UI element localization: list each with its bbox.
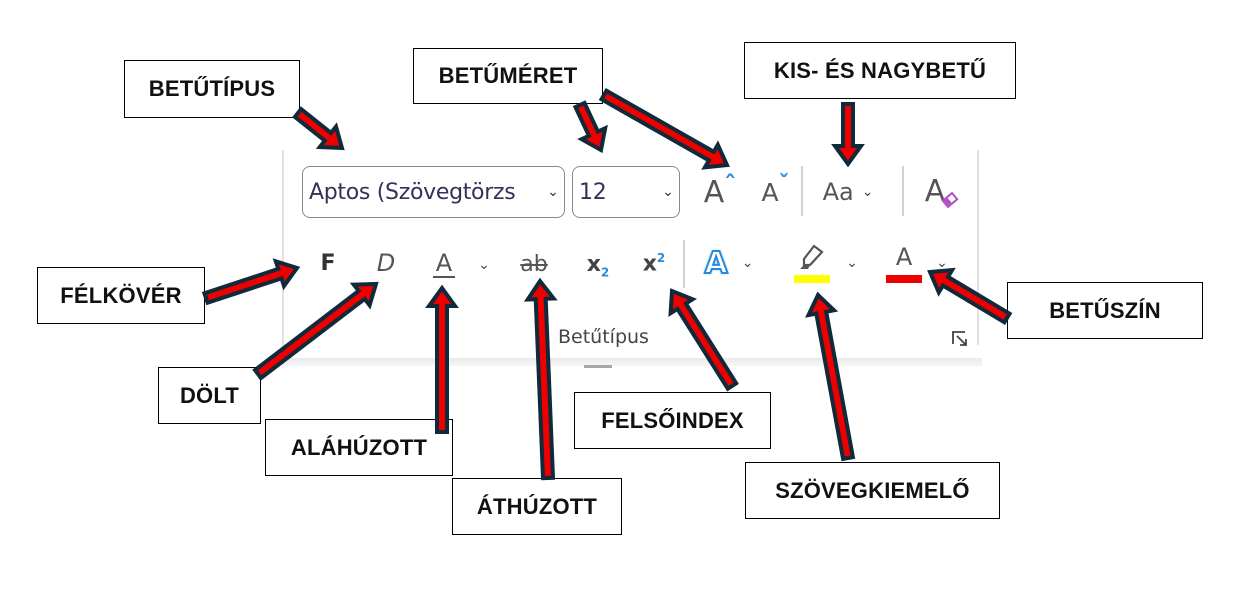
chevron-down-icon: ⌄	[861, 184, 874, 200]
clear-formatting-icon: A	[925, 174, 959, 209]
italic-button[interactable]: D	[370, 246, 402, 280]
highlight-color-swatch	[794, 275, 831, 283]
callout-betuszin: BETŰSZÍN	[1007, 282, 1203, 339]
font-size-dropdown[interactable]: 12 ⌄	[572, 166, 680, 218]
shrink-font-icon: A ˇ	[761, 171, 790, 207]
font-size-value: 12	[579, 179, 607, 205]
italic-icon: D	[376, 249, 396, 277]
grow-font-button[interactable]: A ˆ	[692, 170, 737, 214]
underline-dropdown[interactable]: ⌄	[474, 250, 494, 280]
strikethrough-button[interactable]: ab	[512, 246, 556, 282]
separator	[801, 166, 803, 216]
font-name-dropdown[interactable]: Aptos (Szövegtörzs ⌄	[302, 166, 565, 218]
font-color-icon: A	[886, 243, 923, 283]
callout-betumeret: BETŰMÉRET	[413, 48, 603, 104]
font-color-button[interactable]: A ⌄	[882, 242, 952, 284]
callout-felkover: FÉLKÖVÉR	[37, 267, 205, 324]
callout-alahuzott: ALÁHÚZOTT	[265, 419, 453, 476]
text-effects-button[interactable]: A ⌄	[694, 242, 764, 284]
ribbon-right-separator	[977, 150, 979, 345]
ribbon-tick-mark	[584, 365, 612, 368]
ribbon-bottom-edge	[282, 358, 982, 366]
chevron-down-icon[interactable]: ⌄	[662, 184, 674, 200]
text-effects-icon: A	[704, 245, 729, 282]
shrink-font-button[interactable]: A ˇ	[750, 172, 790, 212]
font-name-value: Aptos (Szövegtörzs	[309, 179, 516, 205]
superscript-icon: x2	[642, 251, 666, 277]
bold-button[interactable]: F	[314, 246, 342, 280]
chevron-down-icon: ⌄	[741, 255, 754, 271]
underline-icon: A	[432, 250, 456, 278]
underline-button[interactable]: A	[426, 244, 462, 284]
clear-formatting-button[interactable]: A	[912, 168, 959, 214]
subscript-icon: x2	[586, 252, 610, 280]
chevron-down-icon: ⌄	[936, 255, 948, 271]
strikethrough-icon: ab	[520, 251, 548, 277]
ribbon-left-separator	[282, 150, 284, 355]
superscript-button[interactable]: x2	[636, 244, 672, 284]
dialog-launcher-icon[interactable]	[951, 330, 969, 348]
arrow-betumeret-size	[572, 100, 608, 154]
grow-font-icon: A ˆ	[703, 170, 737, 210]
callout-kis-es-nagybetu: KIS- ÉS NAGYBETŰ	[744, 42, 1016, 99]
callout-dolt: DÖLT	[158, 367, 261, 424]
separator	[683, 240, 685, 288]
callout-felsoindex: FELSŐINDEX	[574, 392, 771, 449]
font-color-swatch	[886, 275, 923, 283]
arrow-betutipus	[292, 106, 345, 151]
callout-betutipus: BETŰTÍPUS	[124, 60, 300, 118]
chevron-down-icon[interactable]: ⌄	[547, 184, 559, 200]
change-case-icon: Aa	[822, 178, 854, 206]
change-case-button[interactable]: Aa ⌄	[812, 172, 884, 212]
separator	[902, 166, 904, 216]
highlighter-icon	[794, 243, 831, 283]
group-label: Betűtípus	[558, 326, 649, 348]
subscript-button[interactable]: x2	[580, 246, 616, 286]
highlight-button[interactable]: ⌄	[788, 242, 864, 284]
bold-icon: F	[320, 250, 336, 276]
chevron-down-icon: ⌄	[846, 255, 858, 271]
callout-szovegkiemelo: SZÖVEGKIEMELŐ	[745, 462, 1000, 519]
callout-athuzott: ÁTHÚZOTT	[452, 478, 622, 535]
chevron-down-icon: ⌄	[478, 257, 490, 273]
